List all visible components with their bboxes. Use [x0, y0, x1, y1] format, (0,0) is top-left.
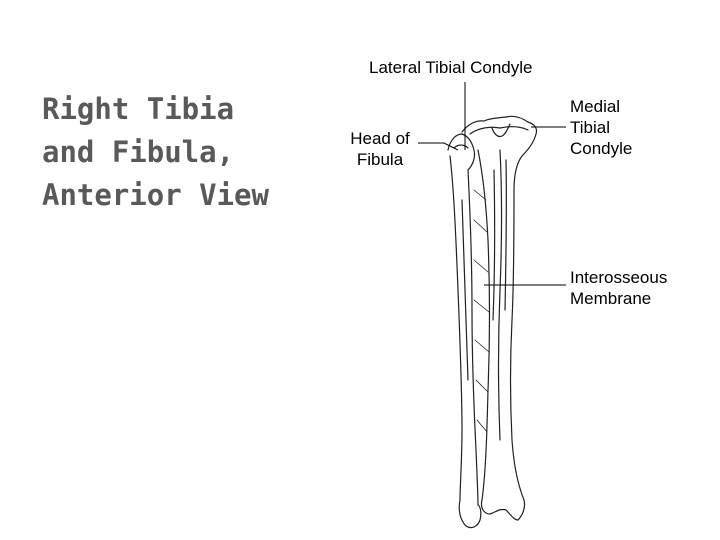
fibula-shaft-lateral	[450, 156, 462, 500]
fibula-head-outline	[448, 134, 475, 170]
leader-head-of-fibula	[418, 143, 458, 150]
label-interosseous-line-2: Membrane	[570, 288, 667, 309]
leader-lines	[418, 82, 566, 285]
label-medial-line-1: Medial	[570, 96, 632, 117]
label-medial-tibial-condyle: Medial Tibial Condyle	[570, 96, 632, 159]
tibia-intercondylar	[492, 124, 510, 137]
tibia-medial-border	[511, 190, 525, 520]
bone-drawing	[448, 116, 537, 527]
label-head-of-fibula-line-1: Head of	[344, 128, 416, 149]
label-lateral-tibial-condyle: Lateral Tibial Condyle	[369, 57, 532, 78]
tibia-lateral-border	[478, 150, 490, 500]
label-head-of-fibula: Head of Fibula	[344, 128, 416, 170]
tibia-plateau-detail	[470, 127, 528, 134]
label-head-of-fibula-line-2: Fibula	[344, 149, 416, 170]
tibia-distal-outline	[481, 500, 518, 520]
tibia-anterior-crest	[499, 150, 502, 440]
label-interosseous-line-1: Interosseous	[570, 267, 667, 288]
label-medial-line-2: Tibial	[570, 117, 632, 138]
label-interosseous-membrane: Interosseous Membrane	[570, 267, 667, 309]
fibula-shaft-detail	[462, 200, 468, 380]
fibula-head-detail	[454, 145, 468, 148]
fibula-shaft-medial	[468, 170, 478, 505]
label-medial-line-3: Condyle	[570, 138, 632, 159]
